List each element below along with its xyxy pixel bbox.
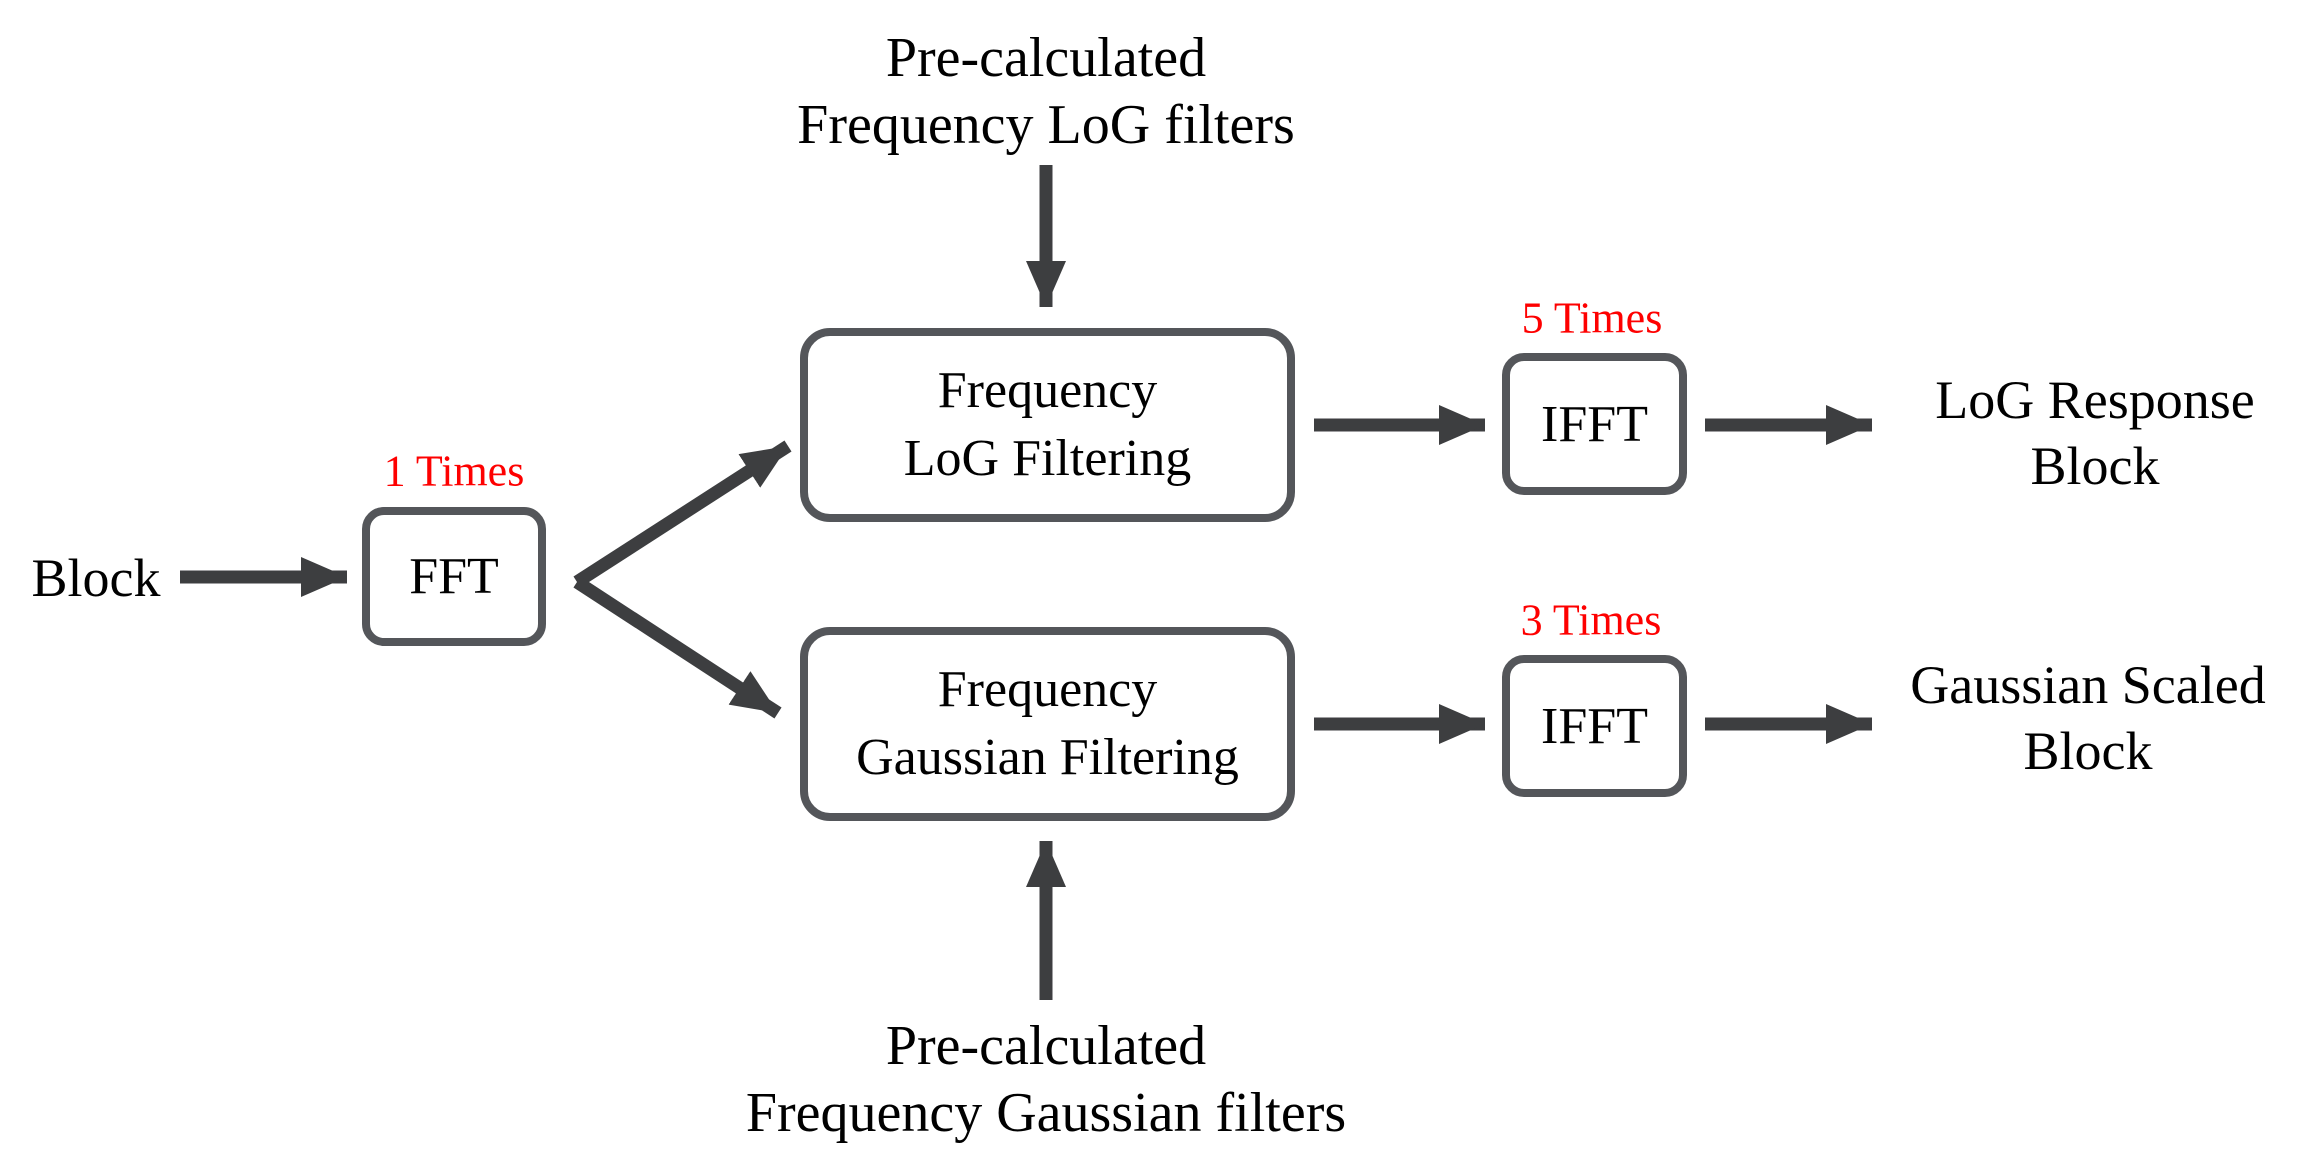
frequency-log-filtering-box: Frequency LoG Filtering (800, 328, 1295, 522)
arrow-fft-to-log-filtering (573, 440, 792, 588)
ifft-log-times-label: 5 Times (1521, 293, 1663, 343)
ifft-gaussian-times-label: 3 Times (1520, 595, 1662, 645)
precalculated-gaussian-filters-label: Pre-calculated Frequency Gaussian filter… (746, 1013, 1346, 1147)
ifft-log-box: IFFT (1502, 353, 1687, 495)
gaussian-scaled-block-line2: Block (2023, 721, 2153, 781)
precalculated-gaussian-filters-line2: Frequency Gaussian filters (745, 1082, 1347, 1144)
frequency-log-filtering-line1: Frequency (937, 362, 1158, 419)
input-block-label: Block (31, 548, 161, 608)
ifft-log-box-label: IFFT (1541, 395, 1648, 453)
log-response-block-line2: Block (2030, 436, 2160, 496)
gaussian-scaled-block-label: Gaussian Scaled Block (1910, 652, 2265, 784)
frequency-log-filtering-line2: LoG Filtering (903, 430, 1192, 487)
frequency-gaussian-filtering-line2: Gaussian Filtering (856, 729, 1239, 786)
fft-box-label: FFT (409, 548, 499, 605)
ifft-gaussian-box-label: IFFT (1541, 697, 1648, 755)
arrow-fft-to-gaussian-filtering (573, 576, 782, 719)
precalculated-log-filters-line2: Frequency LoG filters (797, 94, 1295, 156)
precalculated-gaussian-filters-line1: Pre-calculated (885, 1015, 1207, 1077)
fft-box: FFT (362, 507, 546, 646)
precalculated-log-filters-line1: Pre-calculated (885, 27, 1207, 89)
ifft-gaussian-box: IFFT (1502, 655, 1687, 797)
log-response-block-line1: LoG Response (1935, 370, 2255, 430)
log-response-block-label: LoG Response Block (1935, 367, 2254, 499)
frequency-gaussian-filtering-line1: Frequency (937, 661, 1158, 718)
frequency-gaussian-filtering-box: Frequency Gaussian Filtering (800, 627, 1295, 821)
fft-times-label: 1 Times (383, 446, 525, 496)
gaussian-scaled-block-line1: Gaussian Scaled (1910, 655, 2266, 715)
precalculated-log-filters-label: Pre-calculated Frequency LoG filters (797, 25, 1295, 159)
